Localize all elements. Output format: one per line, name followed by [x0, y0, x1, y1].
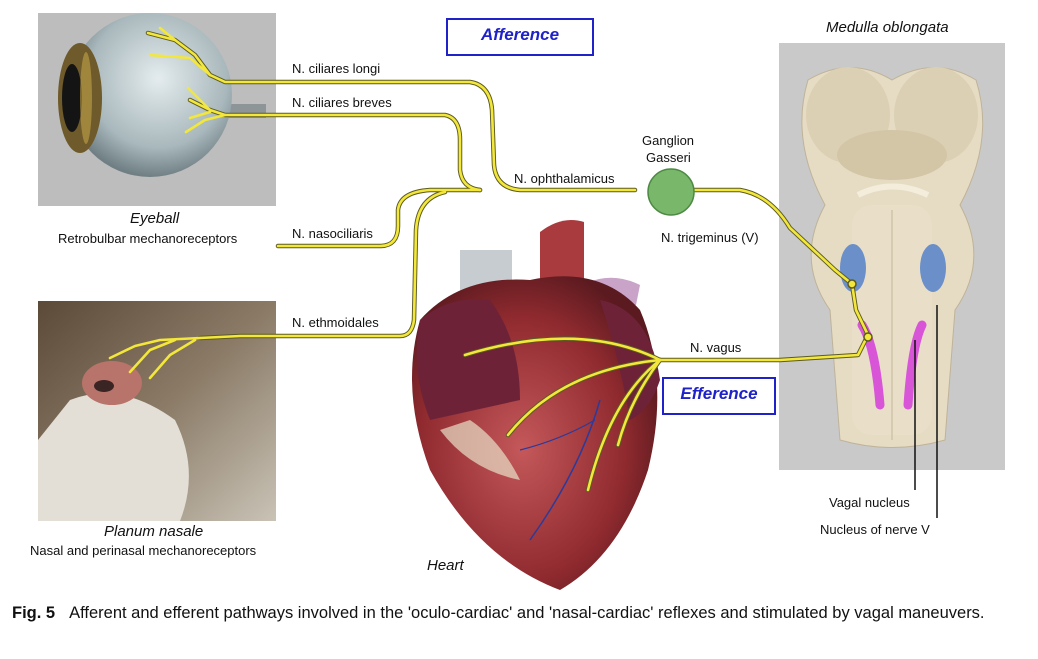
- label-nasociliaris: N. nasociliaris: [292, 226, 373, 241]
- vagal-nucleus-right: [903, 320, 927, 410]
- figure-number: Fig. 5: [12, 604, 56, 622]
- label-ciliares-longi: N. ciliares longi: [292, 61, 381, 76]
- label-vagus: N. vagus: [690, 340, 742, 355]
- eyeball-subtitle: Retrobulbar mechanoreceptors: [58, 231, 238, 246]
- label-ophthalmicus: N. ophthalamicus: [514, 171, 615, 186]
- label-ethmoidales: N. ethmoidales: [292, 315, 379, 330]
- label-nucleus-v: Nucleus of nerve V: [820, 522, 930, 537]
- heart-title: Heart: [427, 557, 464, 574]
- label-gasseri: Gasseri: [646, 150, 691, 165]
- label-ganglion: Ganglion: [642, 133, 695, 148]
- label-vagal-nucleus: Vagal nucleus: [829, 495, 910, 510]
- nerve-pathways: [108, 26, 873, 493]
- eyeball-title: Eyeball: [130, 210, 180, 227]
- eyeball-image: [38, 13, 276, 206]
- figure-caption-text: Afferent and efferent pathways involved …: [69, 604, 985, 622]
- medulla-title: Medulla oblongata: [826, 19, 949, 36]
- trigeminal-nucleus-right: [920, 244, 946, 292]
- planum-subtitle: Nasal and perinasal mechanoreceptors: [30, 543, 257, 558]
- label-trigeminus: N. trigeminus (V): [661, 230, 759, 245]
- efference-box: Efference: [662, 377, 776, 415]
- label-ciliares-breves: N. ciliares breves: [292, 95, 392, 110]
- figure-caption: Fig. 5 Afferent and efferent pathways inv…: [12, 603, 1028, 624]
- afference-box: Afference: [446, 18, 594, 56]
- ganglion-gasseri: [647, 168, 695, 216]
- planum-title: Planum nasale: [104, 523, 204, 540]
- medulla-image: [779, 43, 1005, 470]
